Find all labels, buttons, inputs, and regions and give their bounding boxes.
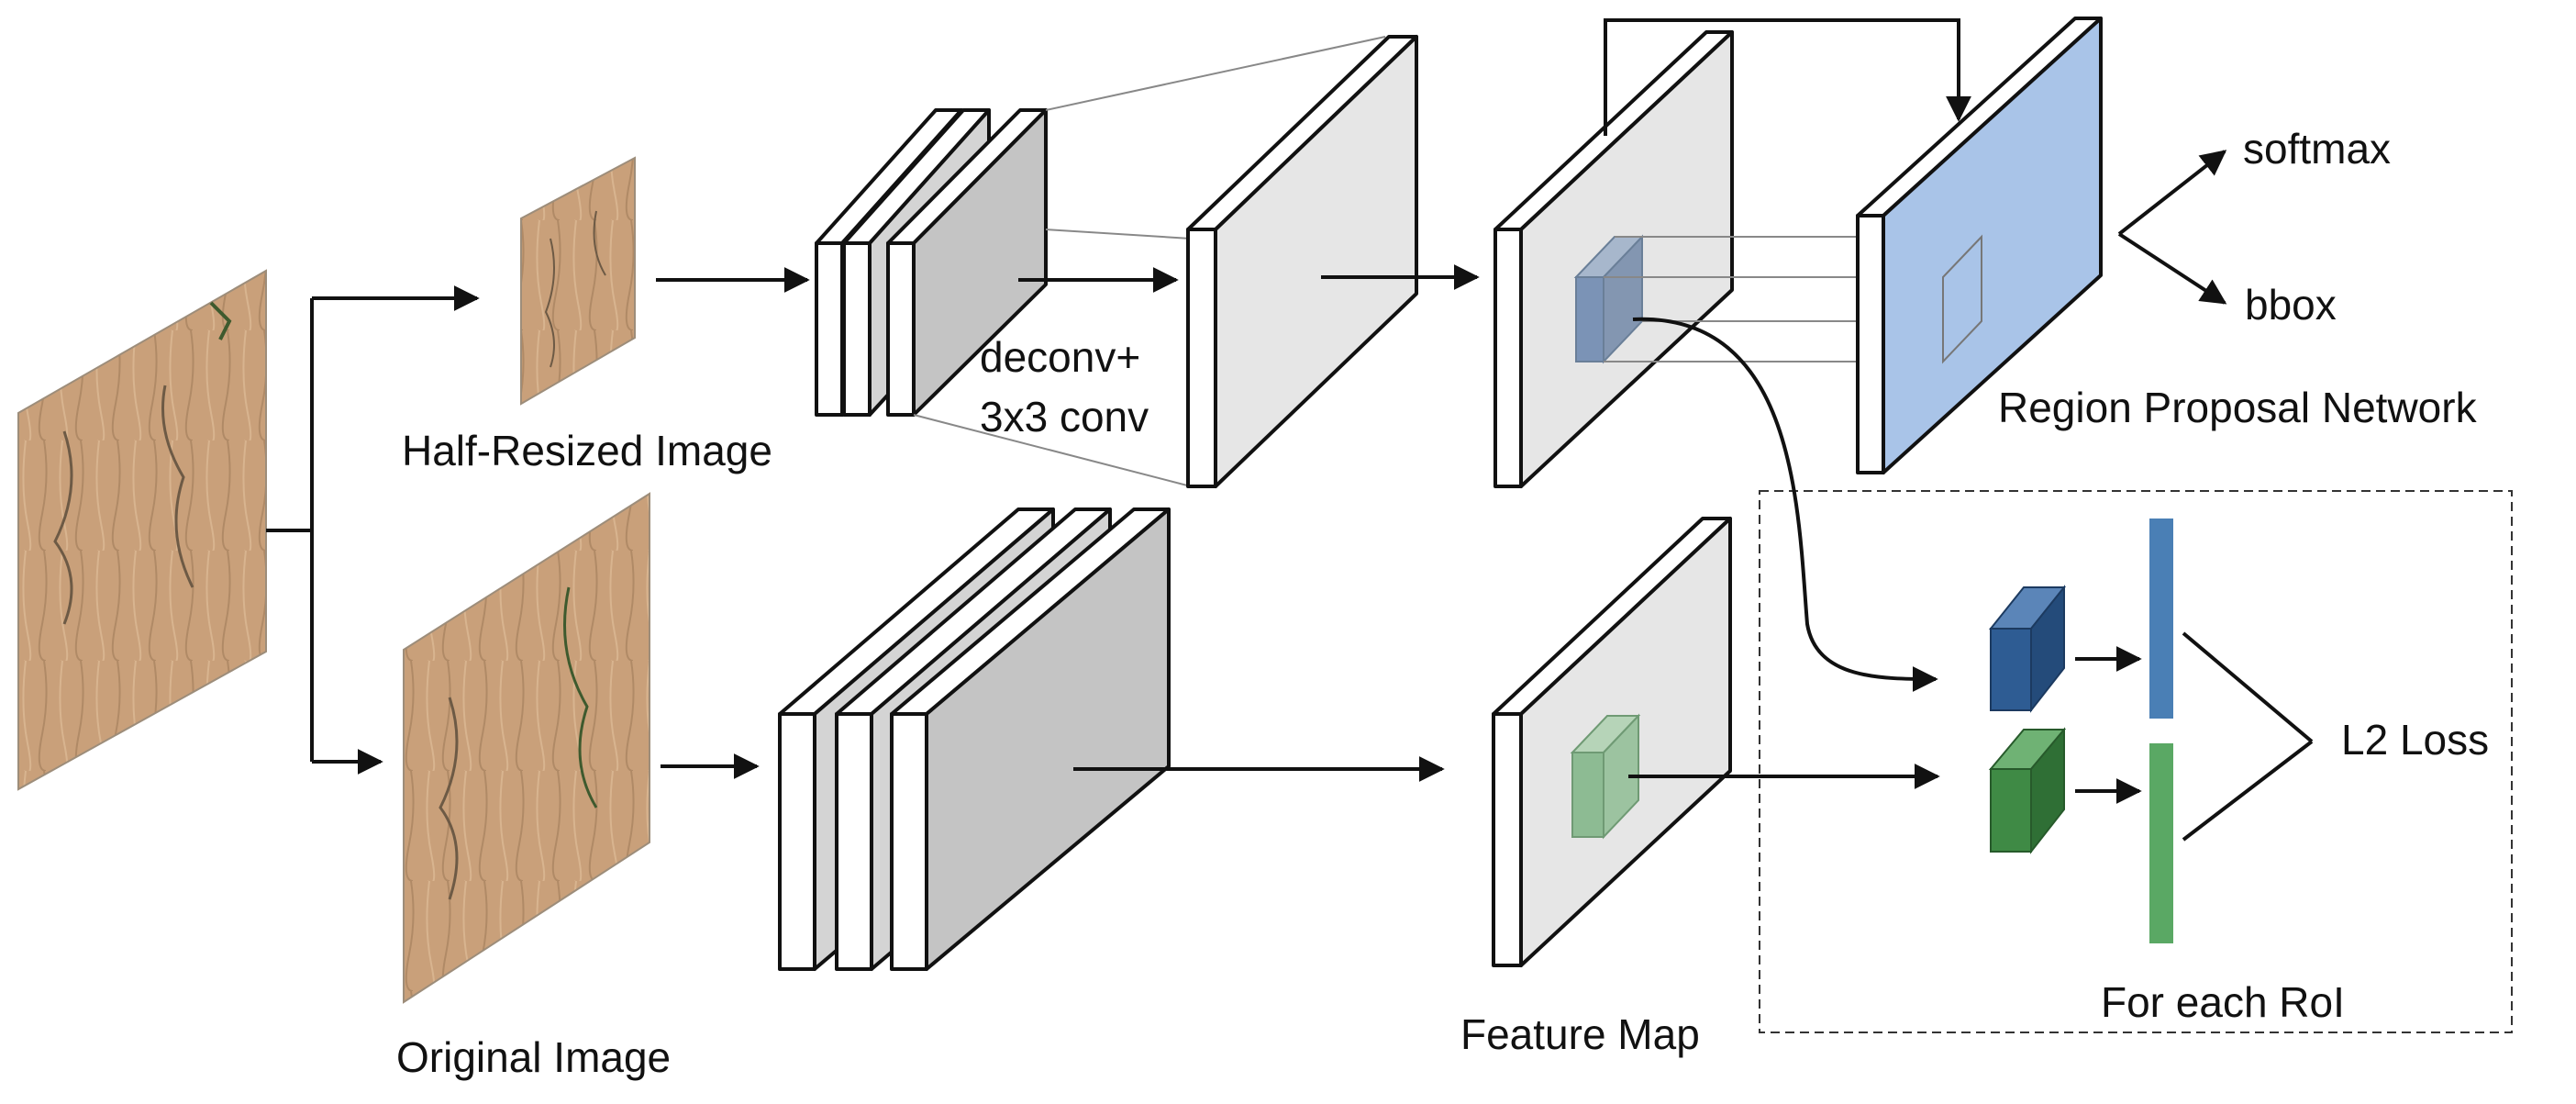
deconv-label-line2: 3x3 conv bbox=[980, 393, 1149, 440]
rpn-tube-end bbox=[1942, 234, 1982, 364]
l2-loss-connector bbox=[2182, 631, 2314, 842]
input-image bbox=[17, 269, 267, 791]
half-resized-image-label: Half-Resized Image bbox=[402, 427, 772, 474]
deconv-output-slab bbox=[1186, 35, 1418, 488]
original-image bbox=[403, 492, 650, 1004]
original-image-label: Original Image bbox=[396, 1033, 671, 1081]
roi-head-region bbox=[1759, 490, 2513, 1033]
rpn-label: Region Proposal Network bbox=[1998, 384, 2478, 431]
roi-feature-cube-green bbox=[1988, 727, 2067, 854]
roi-curve-arrow bbox=[1632, 317, 1938, 692]
rpn-loop-arrow bbox=[1604, 18, 1971, 136]
l2-loss-label: L2 Loss bbox=[2341, 716, 2489, 764]
conv-stack-top bbox=[815, 108, 1048, 417]
feature-map-label: Feature Map bbox=[1460, 1010, 1700, 1058]
for-each-roi-label: For each RoI bbox=[2101, 978, 2345, 1026]
roi-vector-blue bbox=[2149, 519, 2173, 719]
half-resized-image bbox=[520, 156, 636, 406]
split-connector bbox=[266, 285, 480, 775]
rpn-slab bbox=[1856, 17, 2103, 474]
conv-stack-bottom bbox=[778, 507, 1171, 971]
roi-vector-green bbox=[2149, 743, 2173, 943]
roi-feature-cube-blue bbox=[1988, 585, 2067, 713]
deconv-projection-lines bbox=[913, 36, 1386, 487]
bbox-label: bbox bbox=[2245, 281, 2337, 329]
deconv-label-line1: deconv+ bbox=[980, 333, 1140, 381]
softmax-label: softmax bbox=[2243, 125, 2391, 173]
roi-box-bottom bbox=[1570, 713, 1641, 840]
rpn-output-arrows bbox=[2117, 150, 2227, 305]
